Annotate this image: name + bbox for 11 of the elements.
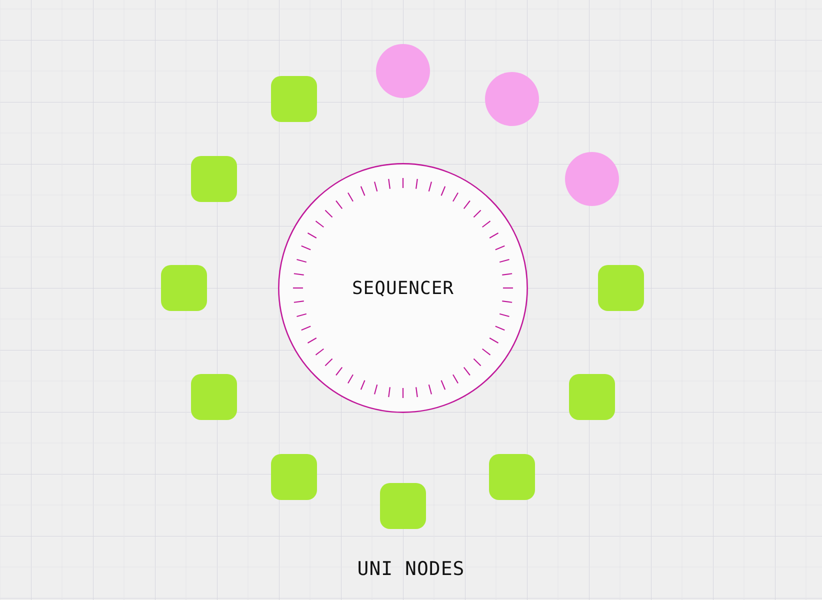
node-label: SEQUENCER <box>352 278 454 298</box>
node-square <box>380 483 426 529</box>
node-square <box>191 156 237 202</box>
node-square <box>191 374 237 420</box>
node-square <box>161 265 207 311</box>
node-square <box>271 454 317 500</box>
caption: UNI NODES <box>357 558 465 580</box>
node-square <box>271 76 317 122</box>
node-square <box>598 265 644 311</box>
node-square <box>569 374 615 420</box>
node-square <box>489 454 535 500</box>
